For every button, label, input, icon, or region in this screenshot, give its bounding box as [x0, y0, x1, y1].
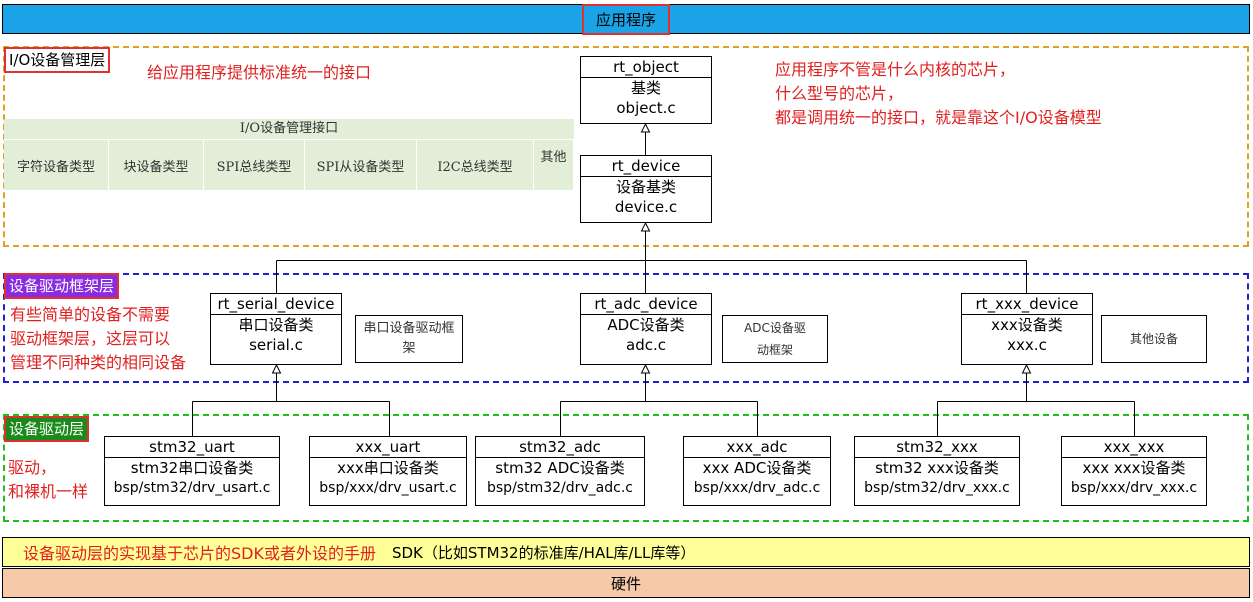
rt-device-name: rt_device: [581, 156, 711, 177]
driver-name: stm32_uart: [105, 437, 279, 458]
io-layer-desc: 给应用程序提供标准统一的接口: [147, 63, 372, 82]
framework-device-line2: adc.c: [626, 336, 666, 354]
framework-device-name: rt_adc_device: [581, 294, 711, 315]
framework-layer-desc: 有些简单的设备不需要 驱动框架层，这层可以 管理不同种类的相同设备: [10, 303, 186, 375]
application-label: 应用程序: [581, 3, 670, 35]
io-note-line: 都是调用统一的接口，就是靠这个I/O设备模型: [775, 108, 1102, 127]
framework-device-line2: xxx.c: [1007, 336, 1047, 354]
driver-box: stm32_adc stm32 ADC设备类 bsp/stm32/drv_adc…: [475, 436, 645, 506]
driver-line1: xxx xxx设备类: [1082, 459, 1186, 477]
sdk-note: 设备驱动层的实现基于芯片的SDK或者外设的手册: [23, 544, 376, 563]
rt-device-line1: 设备基类: [615, 178, 676, 196]
driver-box: xxx_uart xxx串口设备类 bsp/xxx/drv_usart.c: [309, 436, 467, 506]
driver-box: xxx_xxx xxx xxx设备类 bsp/xxx/drv_xxx.c: [1061, 436, 1207, 506]
driver-line1: xxx ADC设备类: [702, 459, 812, 477]
io-note-line: 应用程序不管是什么内核的芯片，: [775, 60, 1016, 79]
framework-device-box: rt_adc_device ADC设备类 adc.c: [580, 293, 712, 365]
framework-note-text: ADC设备驱动框架: [744, 321, 806, 357]
framework-device-line1: ADC设备类: [607, 316, 685, 334]
framework-note: ADC设备驱动框架: [722, 315, 828, 363]
io-table-cell: 字符设备类型: [4, 140, 109, 190]
driver-desc-line: 和裸机一样: [8, 482, 89, 501]
io-table-cell: 块设备类型: [109, 140, 204, 190]
framework-desc-line: 管理不同种类的相同设备: [10, 353, 187, 372]
framework-layer-tag: 设备驱动框架层: [4, 273, 120, 299]
rt-object-box: rt_object 基类 object.c: [580, 56, 712, 124]
io-interface-table: I/O设备管理接口 字符设备类型 块设备类型 SPI总线类型 SPI从设备类型 …: [4, 119, 574, 191]
driver-line2: bsp/stm32/drv_xxx.c: [864, 480, 1010, 496]
driver-line1: stm32串口设备类: [130, 459, 254, 477]
driver-line1: stm32 ADC设备类: [495, 459, 625, 477]
rt-device-box: rt_device 设备基类 device.c: [580, 155, 712, 223]
framework-note: 串口设备驱动框架: [355, 315, 463, 363]
rt-object-line1: 基类: [630, 79, 661, 97]
framework-device-line2: serial.c: [249, 336, 303, 354]
framework-desc-line: 有些简单的设备不需要: [10, 305, 171, 324]
driver-line2: bsp/xxx/drv_xxx.c: [1070, 480, 1198, 496]
framework-note-text: 串口设备驱动框架: [363, 321, 455, 356]
framework-layer-frame: [3, 273, 1249, 383]
framework-device-box: rt_serial_device 串口设备类 serial.c: [210, 293, 342, 365]
framework-device-line1: xxx设备类: [991, 316, 1063, 334]
io-table-cell: 其他: [534, 140, 574, 190]
framework-note-text: 其他设备: [1129, 332, 1178, 346]
sdk-bar: 设备驱动层的实现基于芯片的SDK或者外设的手册 SDK（比如STM32的标准库/…: [2, 537, 1250, 567]
io-table-cell: SPI总线类型: [204, 140, 305, 190]
framework-device-box: rt_xxx_device xxx设备类 xxx.c: [961, 293, 1093, 365]
framework-device-line1: 串口设备类: [238, 316, 314, 334]
application-bar: 应用程序: [2, 3, 1250, 35]
driver-layer-desc: 驱动， 和裸机一样: [8, 456, 88, 504]
driver-line1: stm32 xxx设备类: [875, 459, 999, 477]
framework-note: 其他设备: [1101, 315, 1207, 363]
io-table-cell: SPI从设备类型: [305, 140, 417, 190]
rt-object-name: rt_object: [581, 57, 711, 78]
io-note-line: 什么型号的芯片，: [775, 84, 904, 103]
io-table-row: 字符设备类型 块设备类型 SPI总线类型 SPI从设备类型 I2C总线类型 其他: [4, 140, 574, 190]
driver-layer-frame: [3, 414, 1249, 522]
driver-name: xxx_uart: [310, 437, 466, 458]
driver-name: stm32_xxx: [855, 437, 1019, 458]
driver-layer-tag: 设备驱动层: [4, 416, 90, 442]
io-table-cell: I2C总线类型: [417, 140, 534, 190]
driver-name: xxx_adc: [684, 437, 830, 458]
io-layer-tag: I/O设备管理层: [4, 47, 111, 73]
framework-desc-line: 驱动框架层，这层可以: [10, 329, 171, 348]
hardware-bar: 硬件: [2, 568, 1250, 598]
driver-desc-line: 驱动，: [8, 458, 57, 477]
driver-name: stm32_adc: [476, 437, 644, 458]
driver-line2: bsp/xxx/drv_adc.c: [693, 480, 821, 496]
driver-line1: xxx串口设备类: [337, 459, 439, 477]
io-layer-note: 应用程序不管是什么内核的芯片， 什么型号的芯片， 都是调用统一的接口，就是靠这个…: [775, 58, 1102, 130]
driver-box: stm32_uart stm32串口设备类 bsp/stm32/drv_usar…: [104, 436, 280, 506]
driver-box: xxx_adc xxx ADC设备类 bsp/xxx/drv_adc.c: [683, 436, 831, 506]
framework-device-name: rt_serial_device: [211, 294, 341, 315]
hardware-label: 硬件: [610, 574, 641, 593]
sdk-label: SDK（比如STM32的标准库/HAL库/LL库等）: [391, 543, 696, 562]
driver-line2: bsp/xxx/drv_usart.c: [319, 480, 457, 496]
framework-device-name: rt_xxx_device: [962, 294, 1092, 315]
driver-line2: bsp/stm32/drv_usart.c: [113, 480, 271, 496]
rt-object-line2: object.c: [616, 99, 676, 117]
driver-box: stm32_xxx stm32 xxx设备类 bsp/stm32/drv_xxx…: [854, 436, 1020, 506]
io-table-header: I/O设备管理接口: [4, 119, 574, 140]
driver-name: xxx_xxx: [1062, 437, 1206, 458]
driver-line2: bsp/stm32/drv_adc.c: [487, 480, 633, 496]
rt-device-line2: device.c: [614, 198, 678, 216]
